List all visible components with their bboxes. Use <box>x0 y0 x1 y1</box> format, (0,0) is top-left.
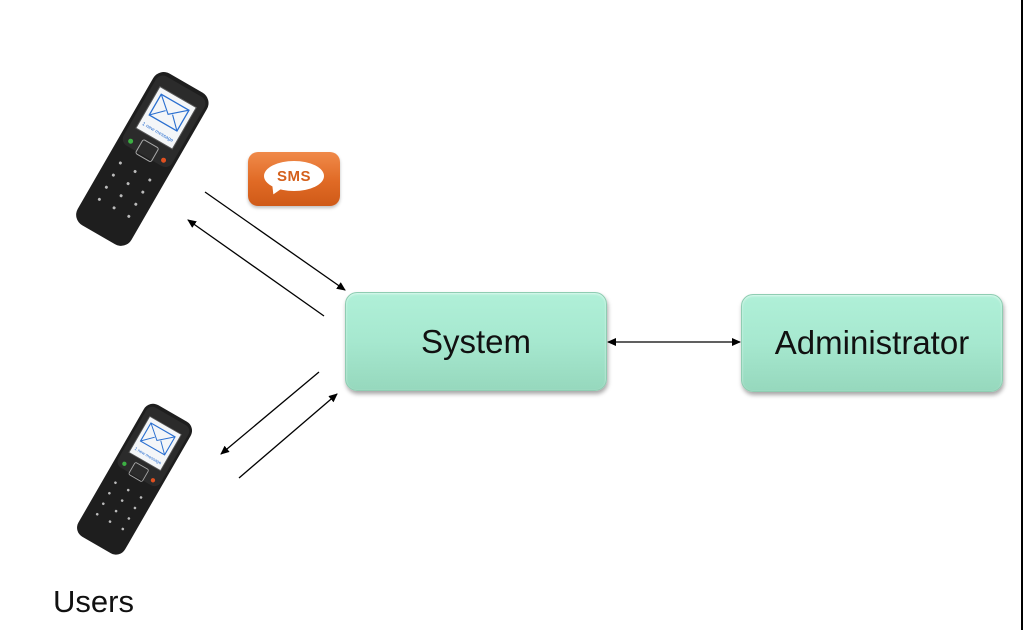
arrow-system-to-user-top <box>187 219 325 317</box>
slide-right-border <box>1021 0 1023 630</box>
sms-label: SMS <box>276 167 311 185</box>
system-label: System <box>420 322 532 360</box>
arrow-user-bottom-to-system <box>238 393 338 479</box>
mobile-phone-icon: 1 new message <box>77 403 193 555</box>
arrow-user-top-to-system <box>204 191 346 291</box>
sms-icon: SMS <box>248 152 340 206</box>
system-node: System <box>345 292 607 391</box>
mobile-phone-icon: 1 new message <box>76 72 209 246</box>
administrator-label: Administrator <box>774 324 970 361</box>
administrator-node: Administrator <box>741 294 1003 392</box>
speech-bubble: SMS <box>264 161 324 191</box>
arrow-system-to-user-bottom <box>220 371 320 455</box>
users-label: Users <box>53 584 134 619</box>
